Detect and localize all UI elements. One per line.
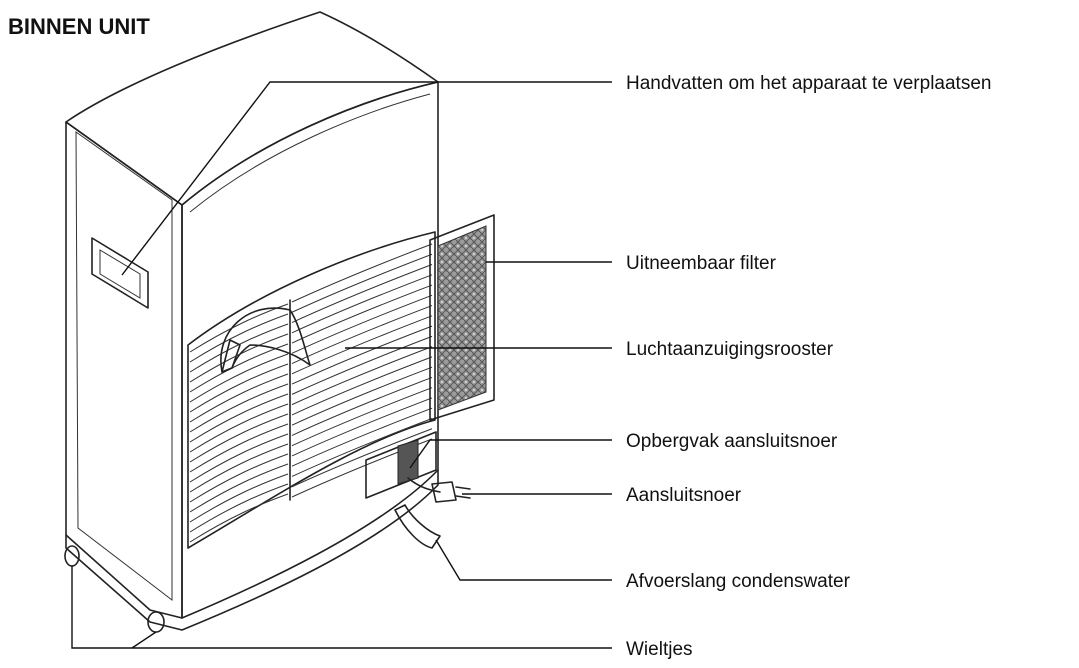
label-drain-hose: Afvoerslang condenswater	[626, 571, 851, 592]
grille-slat	[291, 346, 433, 406]
grille-slat	[189, 343, 289, 393]
power-cord	[407, 477, 471, 503]
grille-slat	[189, 413, 289, 463]
grille-slat	[291, 407, 433, 467]
grille-slat	[189, 383, 289, 433]
grille-slat	[189, 303, 289, 353]
grille-slat	[291, 428, 433, 488]
grille-slat	[291, 387, 433, 447]
grille-slats	[189, 243, 433, 543]
grille-slat	[291, 356, 433, 416]
label-cord-storage: Opbergvak aansluitsnoer	[626, 431, 838, 452]
grille-slat	[189, 423, 289, 473]
grille-slat	[189, 493, 289, 543]
grille-slat	[189, 353, 289, 403]
grille-slat	[189, 473, 289, 523]
grille-slat	[291, 335, 433, 395]
grille-slat	[291, 264, 433, 323]
diagram-title: BINNEN UNIT	[8, 14, 150, 39]
grille-slat	[189, 453, 289, 503]
grille-slat	[189, 363, 289, 413]
grille-slat	[189, 373, 289, 423]
grille-slat	[189, 393, 289, 443]
grille-slat	[189, 433, 289, 483]
cord-storage-compartment	[365, 431, 437, 499]
callout-labels: Handvatten om het apparaat te verplaatse…	[626, 73, 991, 660]
grille-slat	[291, 376, 433, 436]
grille-slat	[291, 397, 433, 457]
leader-wheels	[71, 566, 612, 649]
wheels	[64, 545, 165, 633]
grille-slat	[291, 315, 433, 375]
label-cord: Aansluitsnoer	[626, 485, 742, 506]
grille-slat	[189, 313, 289, 363]
drain-hose	[394, 504, 441, 549]
grille-slat	[291, 294, 433, 354]
leader-cord-storage	[409, 439, 612, 469]
grille-slat	[291, 418, 433, 477]
leader-wheels-2	[131, 631, 157, 649]
label-handle: Handvatten om het apparaat te verplaatse…	[626, 73, 991, 94]
grille-slat	[291, 325, 433, 385]
removable-filter	[429, 214, 495, 421]
label-filter: Uitneembaar filter	[626, 253, 777, 274]
grille-slat	[291, 305, 433, 365]
front-handle	[220, 307, 311, 373]
label-grille: Luchtaanzuigingsrooster	[626, 339, 834, 360]
leader-lines	[71, 81, 612, 649]
grille-slat	[291, 284, 433, 344]
grille-slat	[189, 333, 289, 383]
grille-slat	[189, 483, 289, 533]
grille-slat	[291, 274, 433, 334]
grille-slat	[189, 443, 289, 493]
grille-slat	[291, 366, 433, 426]
air-intake-grille	[187, 231, 436, 549]
unit-body	[65, 11, 439, 631]
leader-drain-hose	[435, 539, 612, 581]
grille-slat	[189, 403, 289, 453]
grille-slat	[189, 323, 289, 373]
grille-slat	[291, 243, 433, 303]
side-handle	[91, 237, 149, 309]
grille-slat	[189, 463, 289, 513]
leader-handle	[121, 81, 612, 276]
label-wheels: Wieltjes	[626, 639, 693, 660]
grille-slat	[291, 253, 433, 313]
